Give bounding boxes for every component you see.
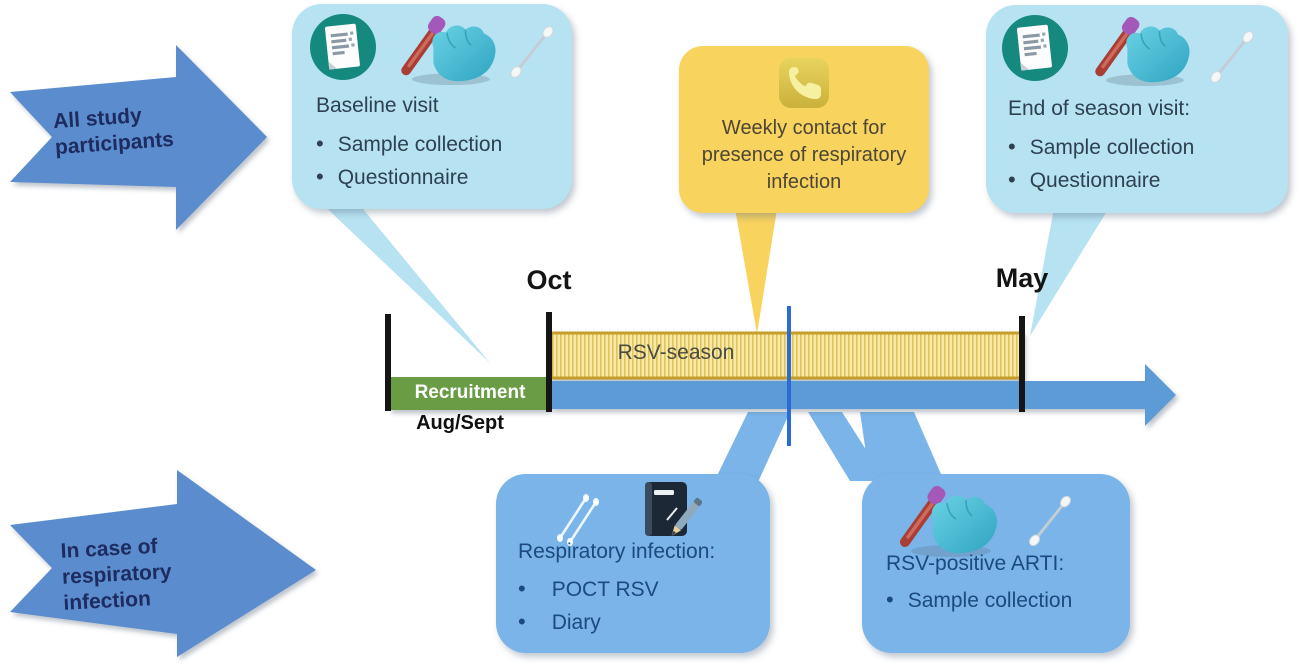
swab-pair-icon bbox=[554, 490, 602, 546]
baseline-visit-list: Sample collection Questionnaire bbox=[316, 128, 503, 194]
weekly-contact-callout: Weekly contact for presence of respirato… bbox=[679, 46, 929, 213]
list-item: Diary bbox=[518, 606, 659, 639]
rsv-positive-title: RSV-positive ARTI: bbox=[886, 552, 1065, 575]
blood-sample-icon bbox=[1086, 17, 1194, 87]
swab-icon bbox=[1206, 25, 1258, 87]
list-item: POCT RSV bbox=[518, 573, 659, 606]
baseline-visit-title: Baseline visit bbox=[316, 94, 439, 117]
end-season-title: End of season visit: bbox=[1008, 97, 1191, 120]
blood-sample-icon bbox=[890, 486, 1002, 558]
rsv-positive-list: Sample collection bbox=[886, 584, 1073, 617]
list-item: Questionnaire bbox=[316, 161, 502, 194]
respiratory-callout-tail bbox=[714, 412, 790, 482]
timeline-arrowhead bbox=[1145, 364, 1176, 426]
aug-sept-label: Aug/Sept bbox=[416, 412, 504, 434]
blood-sample-icon bbox=[392, 16, 500, 86]
may-label: May bbox=[995, 263, 1049, 293]
rsv-season-label: RSV-season bbox=[617, 341, 735, 364]
all-participants-label: All study participants bbox=[52, 104, 175, 160]
oct-label: Oct bbox=[526, 265, 572, 295]
timeline-bar bbox=[551, 381, 1145, 409]
weekly-contact-text: Weekly contact for presence of respirato… bbox=[701, 117, 907, 193]
respiratory-infection-list: POCT RSV Diary bbox=[518, 573, 659, 639]
list-item: Sample collection bbox=[886, 584, 1073, 617]
questionnaire-icon bbox=[308, 12, 378, 82]
list-item: Sample collection bbox=[1008, 131, 1195, 164]
list-item: Sample collection bbox=[316, 128, 503, 161]
infection-event-marker bbox=[787, 306, 791, 446]
recruitment-bar bbox=[389, 377, 549, 410]
recruitment-label: Recruitment bbox=[414, 382, 526, 403]
respiratory-case-arrow bbox=[10, 470, 316, 657]
respiratory-infection-callout: Respiratory infection: POCT RSV Diary bbox=[496, 474, 770, 653]
end-season-callout-tail bbox=[1030, 203, 1112, 336]
list-item: Questionnaire bbox=[1008, 164, 1194, 197]
may-tick bbox=[1019, 316, 1025, 412]
baseline-callout-tail bbox=[316, 198, 490, 363]
weekly-callout-tail bbox=[734, 203, 778, 334]
rsv-positive-callout-tail-right bbox=[860, 412, 944, 481]
rsv-positive-callout: RSV-positive ARTI: Sample collection bbox=[862, 474, 1130, 653]
all-participants-arrow bbox=[10, 45, 267, 230]
rsv-positive-callout-tail-left bbox=[808, 412, 886, 481]
questionnaire-icon bbox=[1000, 13, 1070, 83]
respiratory-infection-title: Respiratory infection: bbox=[518, 540, 716, 563]
oct-tick bbox=[546, 312, 552, 412]
swab-icon bbox=[506, 20, 558, 82]
end-season-list: Sample collection Questionnaire bbox=[1008, 131, 1195, 197]
timeline-start-tick bbox=[385, 314, 391, 411]
baseline-visit-callout: Baseline visit Sample collection Questio… bbox=[292, 4, 572, 209]
diary-icon bbox=[636, 480, 702, 544]
respiratory-case-label: In case of respiratory infection bbox=[60, 534, 173, 615]
swab-icon bbox=[1024, 490, 1076, 550]
end-season-callout: End of season visit: Sample collection Q… bbox=[986, 5, 1288, 213]
phone-icon bbox=[778, 57, 830, 109]
